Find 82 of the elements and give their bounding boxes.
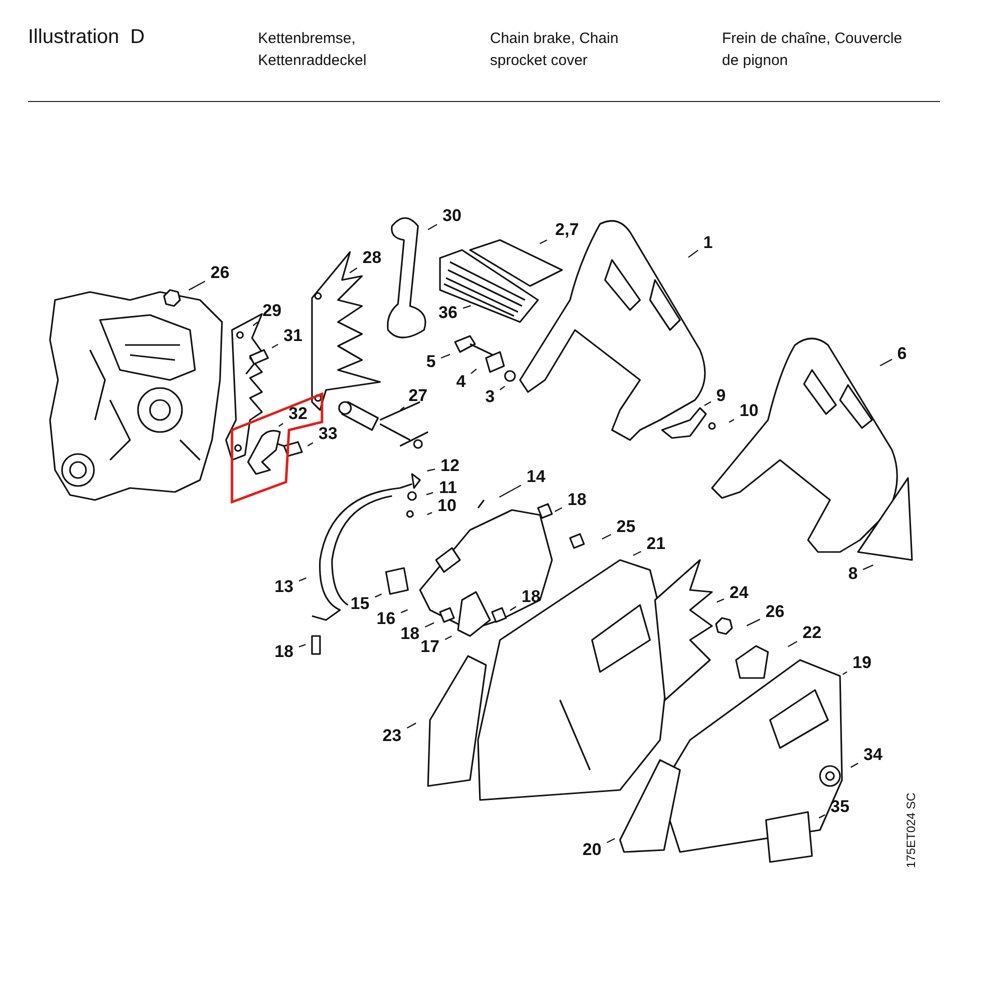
callout-number: 1	[700, 233, 716, 253]
leader-line	[298, 644, 306, 648]
leader-line	[444, 636, 452, 640]
leader-line	[252, 322, 258, 326]
callout-number: 10	[434, 496, 460, 516]
leader-line	[499, 484, 522, 498]
leader-line	[716, 598, 724, 603]
leader-line	[688, 250, 698, 258]
callout-number: 22	[799, 623, 825, 643]
callout-number: 3	[482, 387, 498, 407]
callout-number: 32	[285, 404, 311, 424]
callout-number: 15	[347, 594, 373, 614]
callout-number: 21	[643, 534, 669, 554]
leader-line	[400, 609, 408, 614]
callout-number: 33	[315, 424, 341, 444]
callout-number: 8	[845, 564, 861, 584]
callout-number: 20	[579, 840, 605, 860]
callout-number: 34	[860, 745, 886, 765]
leader-line	[746, 618, 760, 626]
leader-line	[440, 354, 450, 359]
callout-number: 16	[373, 609, 399, 629]
callout-number: 10	[736, 401, 762, 421]
leader-line	[788, 640, 798, 648]
leader-line	[510, 606, 516, 611]
leader-line	[606, 838, 616, 844]
callout-number: 23	[379, 726, 405, 746]
callout-number: 36	[435, 303, 461, 323]
leader-line	[428, 224, 438, 230]
callout-number: 25	[613, 517, 639, 537]
leader-line	[704, 401, 712, 406]
leader-line	[426, 512, 432, 516]
callout-number: 35	[827, 797, 853, 817]
leader-line	[850, 762, 858, 768]
header-description: Frein de chaîne, Couvercle de pignon	[722, 29, 904, 71]
callout-number: 11	[435, 478, 461, 498]
leader-line	[818, 814, 826, 818]
callout-number: 28	[359, 248, 385, 268]
leader-line	[349, 268, 358, 274]
leader-line	[462, 305, 471, 309]
callout-number: 4	[453, 372, 469, 392]
leader-line	[842, 671, 848, 675]
callout-number: 14	[523, 467, 549, 487]
callout-number: 13	[271, 577, 297, 597]
callout-number: 30	[439, 206, 465, 226]
leader-line	[400, 406, 405, 410]
header-description: Kettenbremse, Kettenraddeckel	[258, 29, 368, 71]
callout-number: 19	[849, 653, 875, 673]
leader-line	[554, 507, 562, 512]
leader-line	[500, 386, 506, 390]
callout-number: 26	[762, 602, 788, 622]
leader-line	[374, 593, 382, 598]
callout-number: 26	[207, 263, 233, 283]
callout-number: 29	[259, 301, 285, 321]
leader-line	[862, 564, 874, 570]
leader-line	[470, 368, 477, 374]
callout-number: 5	[423, 352, 439, 372]
drawing-code: 175ET024 SC	[904, 792, 918, 868]
callout-number: 2,7	[549, 220, 585, 240]
leader-line	[602, 534, 612, 540]
callout-number: 12	[437, 456, 463, 476]
leader-line	[272, 344, 278, 348]
callout-number: 18	[271, 642, 297, 662]
callout-number: 18	[564, 490, 590, 510]
header-description: Chain brake, Chain sprocket cover	[490, 29, 620, 71]
leader-line	[728, 418, 734, 423]
leader-line	[540, 239, 548, 244]
leader-line	[424, 622, 434, 628]
callout-number: 27	[405, 386, 431, 406]
leader-line	[426, 492, 434, 496]
diagram-title: Illustration D	[28, 26, 145, 49]
leader-line	[298, 577, 306, 582]
leader-line	[427, 468, 436, 472]
leader-line	[406, 722, 416, 729]
leader-line	[307, 442, 314, 446]
callout-number: 9	[713, 386, 729, 406]
callout-number: 6	[894, 344, 910, 364]
callout-number: 31	[280, 326, 306, 346]
callout-number: 24	[726, 583, 752, 603]
leader-line	[278, 423, 284, 427]
leader-line	[880, 358, 892, 366]
leader-line	[188, 280, 206, 291]
leader-line	[632, 550, 642, 556]
